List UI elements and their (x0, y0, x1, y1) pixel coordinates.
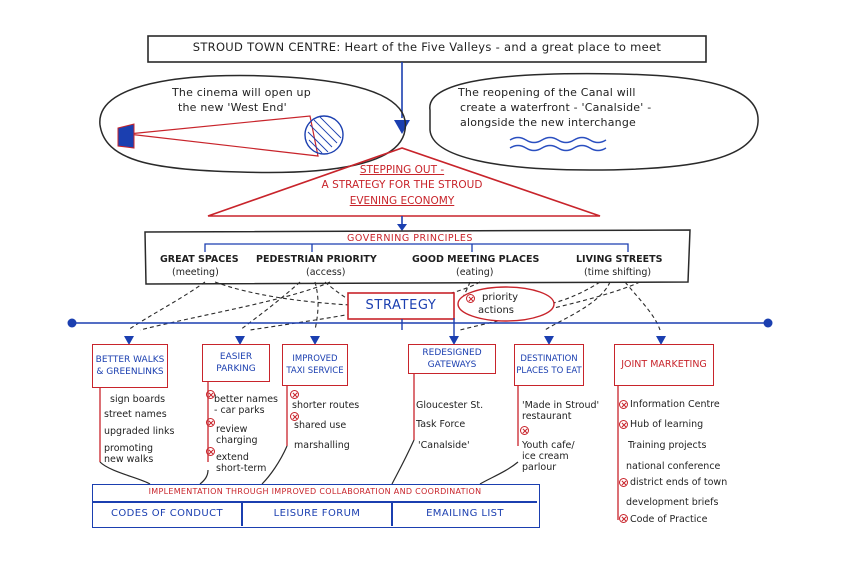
projector-beam (127, 115, 319, 157)
action-box-taxi-service: IMPROVED TAXI SERVICE (282, 344, 348, 386)
parking-item-extend-short-term: extend short-term (216, 452, 267, 474)
action-title-taxi-service: IMPROVED TAXI SERVICE (286, 354, 344, 376)
marketing-item-hub-of-learning: Hub of learning (630, 419, 704, 430)
gateways-item-gloucester-st: Gloucester St. (416, 400, 484, 411)
parking-bullet-icon-1 (206, 390, 215, 399)
walks-item-upgraded-links: upgraded links (104, 426, 175, 437)
priority-label-line1: priority (482, 292, 519, 303)
water-wave-2 (509, 144, 607, 152)
marketing-bullet-icon-3 (619, 478, 628, 487)
principle-good-meeting-places: GOOD MEETING PLACES (412, 254, 540, 265)
title-box (147, 35, 707, 63)
implementation-col-divider-1 (241, 501, 243, 526)
implementation-emailing-list: EMAILING LIST (426, 508, 504, 519)
action-arrowheads (124, 336, 666, 345)
action-box-gateways: REDESIGNED GATEWAYS (408, 344, 496, 374)
dashed-connectors (127, 281, 661, 331)
principles-heading: GOVERNING PRINCIPLES (347, 233, 473, 244)
action-box-joint-marketing: JOINT MARKETING (614, 344, 714, 386)
axis-right-dot (763, 318, 773, 328)
action-box-easier-parking: EASIER PARKING (202, 344, 270, 382)
principle-great-spaces: GREAT SPACES (160, 254, 239, 265)
priority-ellipse (457, 286, 555, 322)
action-box-better-walks: BETTER WALKS & GREENLINKS (92, 344, 168, 388)
principle-living-streets: LIVING STREETS (576, 254, 663, 265)
implementation-col-divider-2 (391, 501, 393, 526)
eat-item-youth-cafe: Youth cafe/ ice cream parlour (522, 440, 575, 473)
implementation-box: IMPLEMENTATION THROUGH IMPROVED COLLABOR… (92, 484, 540, 528)
principle-great-spaces-sub: (meeting) (172, 267, 219, 278)
parking-bullet-icon-3 (206, 447, 215, 456)
cinema-text-line2: the new 'West End' (178, 101, 287, 114)
gateways-item-task-force: Task Force (416, 419, 466, 430)
marketing-bullet-icon-2 (619, 420, 628, 429)
principle-pedestrian-priority-sub: (access) (306, 267, 346, 278)
axis-left-dot (67, 318, 77, 328)
implementation-heading: IMPLEMENTATION THROUGH IMPROVED COLLABOR… (148, 487, 482, 496)
priority-bullet-icon (466, 294, 475, 303)
strategy-triangle (207, 147, 601, 217)
convergence-lines (99, 439, 519, 485)
walks-item-promoting-new-walks: promoting new walks (104, 443, 154, 465)
implementation-divider (93, 501, 537, 503)
action-title-joint-marketing: JOINT MARKETING (621, 359, 707, 370)
walks-item-street-names: street names (104, 409, 167, 420)
water-wave-1 (509, 136, 607, 144)
marketing-item-training-projects: Training projects (628, 440, 707, 451)
taxi-bullet-icon-2 (290, 412, 299, 421)
priority-label-line2: actions (478, 305, 514, 316)
marketing-bullet-icon-4 (619, 514, 628, 523)
left-bubble (99, 74, 407, 174)
page-title: STROUD TOWN CENTRE: Heart of the Five Va… (192, 40, 662, 54)
marketing-bullet-icon-1 (619, 400, 628, 409)
marketing-item-national-conference: national conference (626, 461, 721, 472)
taxi-item-shared-use: shared use (294, 420, 347, 431)
principles-brace (204, 243, 629, 252)
screen-circle (304, 115, 344, 155)
canal-text-line1: The reopening of the Canal will (458, 86, 636, 99)
action-title-better-walks: BETTER WALKS & GREENLINKS (95, 355, 165, 377)
action-box-places-to-eat: DESTINATION PLACES TO EAT (514, 344, 584, 386)
principle-good-meeting-places-sub: (eating) (456, 267, 494, 278)
eat-bullet-icon (520, 426, 529, 435)
principle-pedestrian-priority: PEDESTRIAN PRIORITY (256, 254, 377, 265)
taxi-item-marshalling: marshalling (294, 440, 350, 451)
triangle-arrowhead (397, 224, 407, 231)
title-arrowhead (394, 120, 410, 134)
marketing-item-information-centre: Information Centre (630, 399, 720, 410)
screen-hatching (307, 116, 342, 154)
marketing-item-district-ends: district ends of town (630, 477, 728, 488)
action-title-easier-parking: EASIER PARKING (216, 352, 256, 374)
strategy-label: STRATEGY (365, 298, 437, 313)
canal-text-line2: create a waterfront - 'Canalside' - (460, 101, 652, 114)
parking-bullet-icon-2 (206, 418, 215, 427)
principles-banner (144, 229, 691, 285)
gateways-item-canalside: 'Canalside' (418, 440, 470, 451)
triangle-line2: A STRATEGY FOR THE STROUD (321, 179, 483, 191)
strategy-box (347, 292, 455, 320)
triangle-line1: STEPPING OUT - (359, 164, 445, 176)
marketing-item-code-of-practice: Code of Practice (630, 514, 708, 525)
action-title-places-to-eat: DESTINATION PLACES TO EAT (516, 354, 582, 376)
principle-living-streets-sub: (time shifting) (584, 267, 652, 278)
projector-icon (117, 123, 135, 149)
right-bubble (429, 72, 759, 171)
parking-item-better-names: better names - car parks (214, 394, 278, 416)
walks-item-sign-boards: sign boards (110, 394, 166, 405)
taxi-item-shorter-routes: shorter routes (292, 400, 360, 411)
taxi-bullet-icon-1 (290, 390, 299, 399)
cinema-text-line1: The cinema will open up (172, 86, 311, 99)
triangle-line3: EVENING ECONOMY (349, 195, 455, 207)
implementation-codes-of-conduct: CODES OF CONDUCT (110, 508, 224, 519)
marketing-item-development-briefs: development briefs (626, 497, 719, 508)
parking-item-review-charging: review charging (216, 424, 258, 446)
eat-item-made-in-stroud: 'Made in Stroud' restaurant (522, 400, 600, 422)
implementation-leisure-forum: LEISURE FORUM (273, 508, 361, 519)
action-title-gateways: REDESIGNED GATEWAYS (422, 348, 482, 370)
canal-text-line3: alongside the new interchange (460, 116, 636, 129)
